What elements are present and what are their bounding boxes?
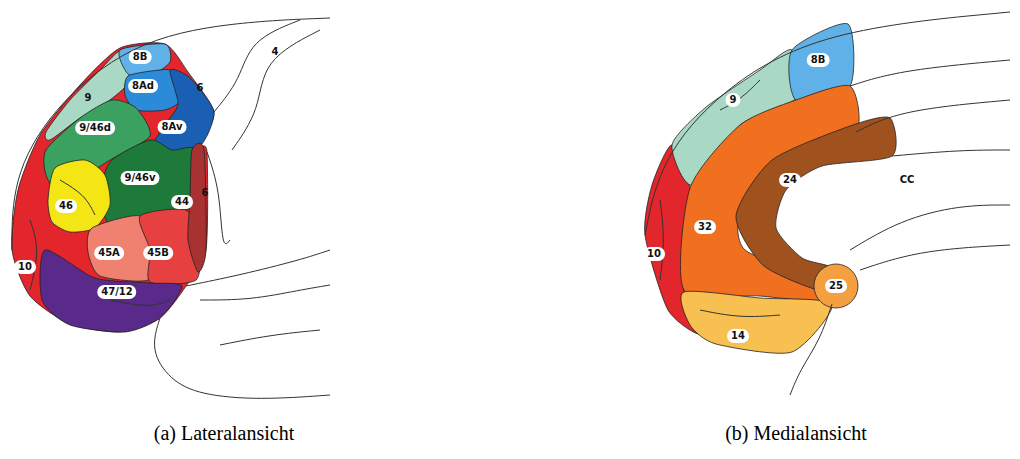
area-number: 8Av [158,120,187,134]
area-number: 9 [726,93,741,107]
outline-line [720,80,760,110]
outline-line [892,150,1010,156]
area-number: 47/12 [97,285,136,299]
area-number: 45B [143,246,173,260]
outline-line [30,220,37,290]
outline-line [110,300,170,305]
area-number: 6 [197,83,204,93]
cortex-area [151,69,214,152]
outline-line [860,245,1010,270]
cortex-area [40,250,182,332]
outline-line [200,285,330,300]
outline-line [220,330,320,345]
area-number: 24 [779,173,801,187]
area-number: 32 [694,220,716,234]
outline-line [12,18,330,250]
cortex-area [12,43,214,332]
outline-line [214,20,300,112]
cortex-area [188,143,206,272]
cortex-area [814,264,858,308]
sub-caption: (b) Medialansicht [725,422,867,445]
area-number: 9/46d [75,121,115,135]
area-number: 8B [129,50,152,64]
area-number: 45A [94,246,124,260]
area-number: 8B [807,53,830,67]
outline-line [700,310,780,316]
area-number: 25 [825,279,847,293]
area-number: 10 [14,260,36,274]
outline-line [856,100,1010,132]
outline-line [790,304,832,395]
area-number: 4 [272,47,279,57]
area-number: 9 [85,93,92,103]
area-number: 9/46v [120,171,159,185]
area-number: 46 [55,199,77,213]
area-number: 8Ad [128,79,158,93]
outline-line [186,250,330,286]
outline-line [850,60,1010,86]
area-number: 14 [727,329,749,343]
sub-caption: (a) Lateralansicht [154,422,294,445]
outline-line [232,30,320,150]
area-number: CC [900,175,915,185]
outline-line [155,318,330,398]
outline-line [645,12,1010,235]
cortex-area [681,291,832,353]
outline-line [207,152,230,244]
area-number: 6 [202,188,209,198]
outline-line [660,200,663,280]
outline-line [850,205,1010,250]
cortex-area [48,160,110,232]
area-number: 44 [171,195,193,209]
area-number: 10 [643,247,665,261]
